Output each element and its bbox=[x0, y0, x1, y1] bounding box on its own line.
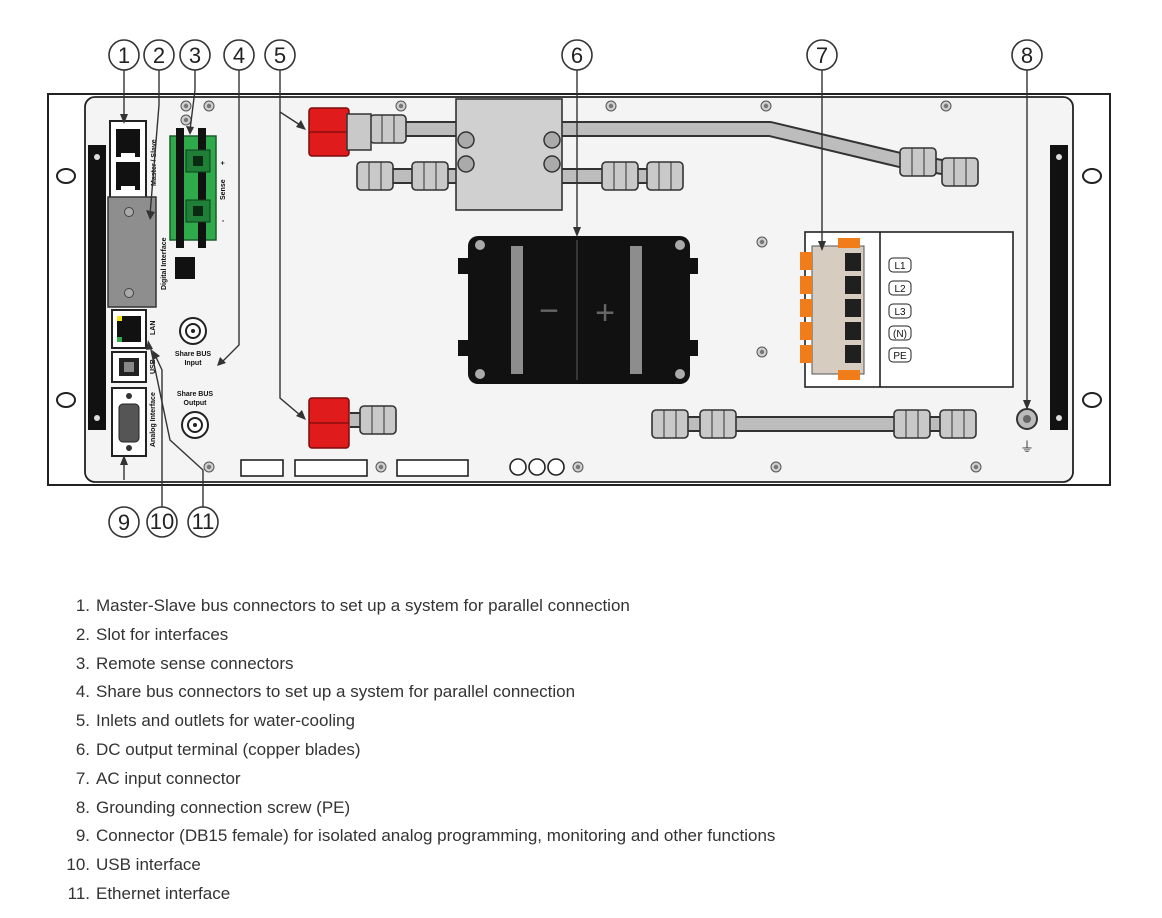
callout-1: 1 bbox=[108, 39, 140, 71]
callout-7: 7 bbox=[806, 39, 838, 71]
master-slave-connectors: Master / Slave bbox=[109, 120, 158, 200]
svg-text:L2: L2 bbox=[894, 284, 906, 295]
leader-arrowheads bbox=[120, 114, 1031, 465]
svg-text:7: 7 bbox=[816, 43, 828, 68]
digital-interface-label: Digital Interface bbox=[161, 237, 168, 290]
legend-item: 2.Slot for interfaces bbox=[75, 624, 229, 644]
water-cooling-pipes bbox=[308, 98, 979, 449]
callout-2: 2 bbox=[143, 39, 175, 71]
dc-output-terminal: − + bbox=[458, 236, 698, 384]
analog-interface-port: Analog Interface bbox=[111, 387, 157, 457]
callout-8: 8 bbox=[1011, 39, 1043, 71]
usb-port: USB bbox=[111, 351, 157, 383]
callout-4: 4 bbox=[223, 39, 255, 71]
svg-text:Output: Output bbox=[184, 400, 208, 407]
interface-slot: Digital Interface bbox=[107, 196, 168, 308]
svg-text:Share BUS: Share BUS bbox=[177, 391, 214, 398]
dc-plus-label: + bbox=[595, 294, 615, 332]
svg-text:Share BUS: Share BUS bbox=[175, 351, 212, 358]
cutout bbox=[396, 459, 469, 477]
svg-text:2: 2 bbox=[153, 43, 165, 68]
rack-hole bbox=[1082, 392, 1102, 408]
legend-list: 1.Master-Slave bus connectors to set up … bbox=[58, 592, 1118, 909]
svg-text:5: 5 bbox=[274, 43, 286, 68]
legend-item: 3.Remote sense connectors bbox=[75, 653, 294, 673]
small-black-block bbox=[175, 257, 195, 279]
svg-text:Input: Input bbox=[184, 360, 202, 367]
svg-text:L1: L1 bbox=[894, 261, 906, 272]
rear-panel-diagram: Master / Slave Digital Interface Sense -… bbox=[47, 39, 1111, 538]
share-bus-input: Share BUS Input bbox=[175, 317, 212, 367]
leader-lines bbox=[123, 70, 1028, 508]
svg-text:6: 6 bbox=[571, 43, 583, 68]
callout-11: 11 bbox=[187, 506, 219, 538]
svg-text:8: 8 bbox=[1021, 43, 1033, 68]
svg-text:3: 3 bbox=[189, 43, 201, 68]
lan-label: LAN bbox=[150, 321, 157, 335]
svg-text:4: 4 bbox=[233, 43, 245, 68]
legend-item: 7.AC input connector bbox=[75, 768, 241, 788]
rack-hole bbox=[56, 168, 76, 184]
handle-bar-right bbox=[1050, 145, 1068, 430]
round-cutout bbox=[547, 458, 565, 476]
callout-9: 9 bbox=[108, 506, 140, 538]
callout-6: 6 bbox=[561, 39, 593, 71]
svg-text:10: 10 bbox=[150, 509, 174, 534]
cutout bbox=[240, 459, 284, 477]
svg-text:PE: PE bbox=[893, 351, 907, 362]
handle-bar-left bbox=[88, 145, 106, 430]
svg-text:(N): (N) bbox=[893, 329, 907, 340]
legend-item: 11.Ethernet interface bbox=[67, 883, 231, 903]
svg-text:11: 11 bbox=[192, 509, 215, 534]
ac-input-connector: L1 L2 L3 (N) PE bbox=[800, 231, 1014, 388]
round-cutout bbox=[528, 458, 546, 476]
lan-port: LAN bbox=[111, 309, 157, 349]
callout-5: 5 bbox=[264, 39, 296, 71]
svg-text:-: - bbox=[220, 219, 227, 222]
legend-item: 10.USB interface bbox=[66, 855, 201, 875]
callout-10: 10 bbox=[146, 506, 178, 538]
svg-text:1: 1 bbox=[118, 43, 130, 68]
usb-label: USB bbox=[150, 359, 157, 374]
legend-item: 5.Inlets and outlets for water-cooling bbox=[75, 711, 355, 731]
rack-hole bbox=[56, 392, 76, 408]
ground-symbol: ⏚ bbox=[1020, 439, 1034, 455]
legend-item: 9.Connector (DB15 female) for isolated a… bbox=[75, 826, 776, 846]
legend-item: 8.Grounding connection screw (PE) bbox=[75, 797, 351, 817]
callout-3: 3 bbox=[179, 39, 211, 71]
legend-item: 4.Share bus connectors to set up a syste… bbox=[75, 682, 576, 702]
svg-text:9: 9 bbox=[118, 510, 130, 535]
svg-text:L3: L3 bbox=[894, 307, 906, 318]
sense-label: Sense bbox=[220, 179, 227, 200]
sense-connector: Sense - + bbox=[169, 128, 227, 248]
legend-item: 1.Master-Slave bus connectors to set up … bbox=[75, 596, 630, 615]
share-bus-output: Share BUS Output bbox=[177, 391, 214, 439]
cutout bbox=[294, 459, 368, 477]
rack-hole bbox=[1082, 168, 1102, 184]
legend-item: 6.DC output terminal (copper blades) bbox=[75, 739, 361, 759]
round-cutout bbox=[509, 458, 527, 476]
svg-text:+: + bbox=[220, 161, 227, 165]
analog-interface-label: Analog Interface bbox=[150, 392, 157, 447]
dc-minus-label: − bbox=[539, 292, 559, 330]
